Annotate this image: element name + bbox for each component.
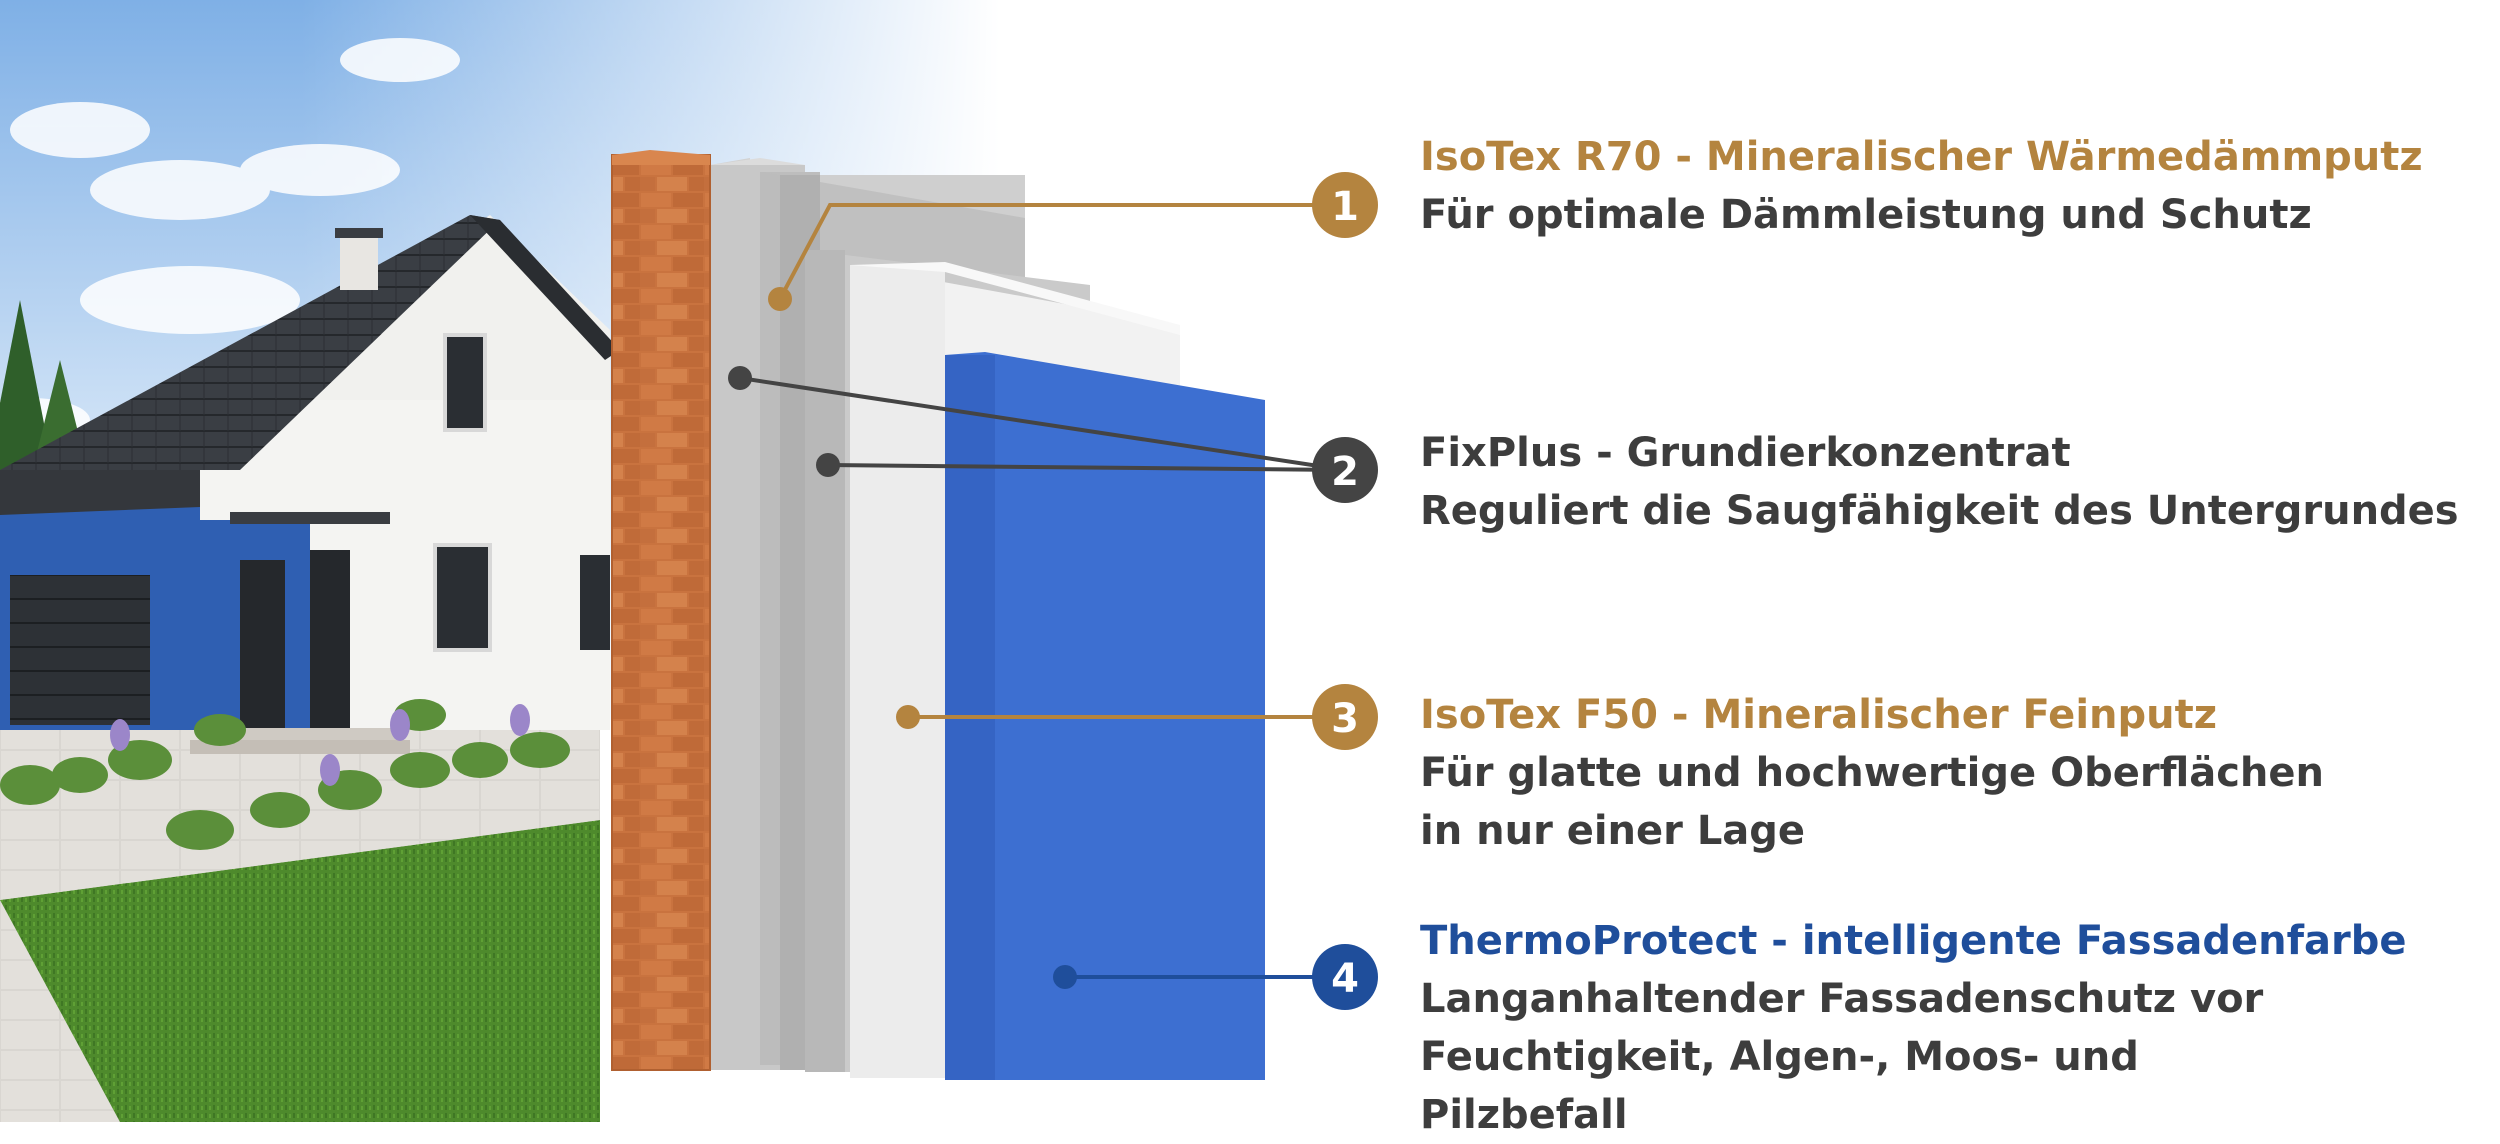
dot-2a xyxy=(728,366,752,390)
callout-2-description: Reguliert die Saugfähigkeit des Untergru… xyxy=(1420,488,2459,534)
callout-2-title: FixPlus - Grundierkonzentrat xyxy=(1420,430,2071,476)
dot-2b xyxy=(816,453,840,477)
connectors xyxy=(739,203,1346,979)
callout-4-title: ThermoProtect - intelligente Fassadenfar… xyxy=(1420,918,2407,964)
dot-3 xyxy=(896,705,920,729)
connector-1 xyxy=(778,203,1345,300)
dot-1 xyxy=(768,287,792,311)
callout-4: ThermoProtect - intelligente Fassadenfar… xyxy=(1420,912,2480,1144)
badge-1: 1 xyxy=(1312,172,1378,238)
callout-4-description: Langanhaltender Fassadenschutz vor Feuch… xyxy=(1420,976,2264,1138)
badge-4: 4 xyxy=(1312,944,1378,1010)
callout-1-description: Für optimale Dämmleistung und Schutz xyxy=(1420,192,2312,238)
badge-2: 2 xyxy=(1312,437,1378,503)
callout-1: IsoTex R70 - Mineralischer Wärmedämmputz… xyxy=(1420,128,2480,244)
callout-3-title: IsoTex F50 - Mineralischer Feinputz xyxy=(1420,692,2218,738)
callout-3-description: Für glatte und hochwertige Oberflächen i… xyxy=(1420,750,2325,854)
callout-2: FixPlus - Grundierkonzentrat Reguliert d… xyxy=(1420,424,2480,540)
badge-3-number: 3 xyxy=(1331,696,1359,742)
dot-4 xyxy=(1053,965,1077,989)
badge-4-number: 4 xyxy=(1331,956,1359,1002)
connector-dots xyxy=(728,287,1077,989)
callout-3: IsoTex F50 - Mineralischer Feinputz Für … xyxy=(1420,686,2480,860)
badge-2-number: 2 xyxy=(1331,449,1359,495)
badge-1-number: 1 xyxy=(1331,184,1359,230)
callout-1-title: IsoTex R70 - Mineralischer Wärmedämmputz xyxy=(1420,134,2423,180)
connector-2a xyxy=(739,376,1346,472)
connector-2b xyxy=(827,463,1346,472)
badge-3: 3 xyxy=(1312,684,1378,750)
